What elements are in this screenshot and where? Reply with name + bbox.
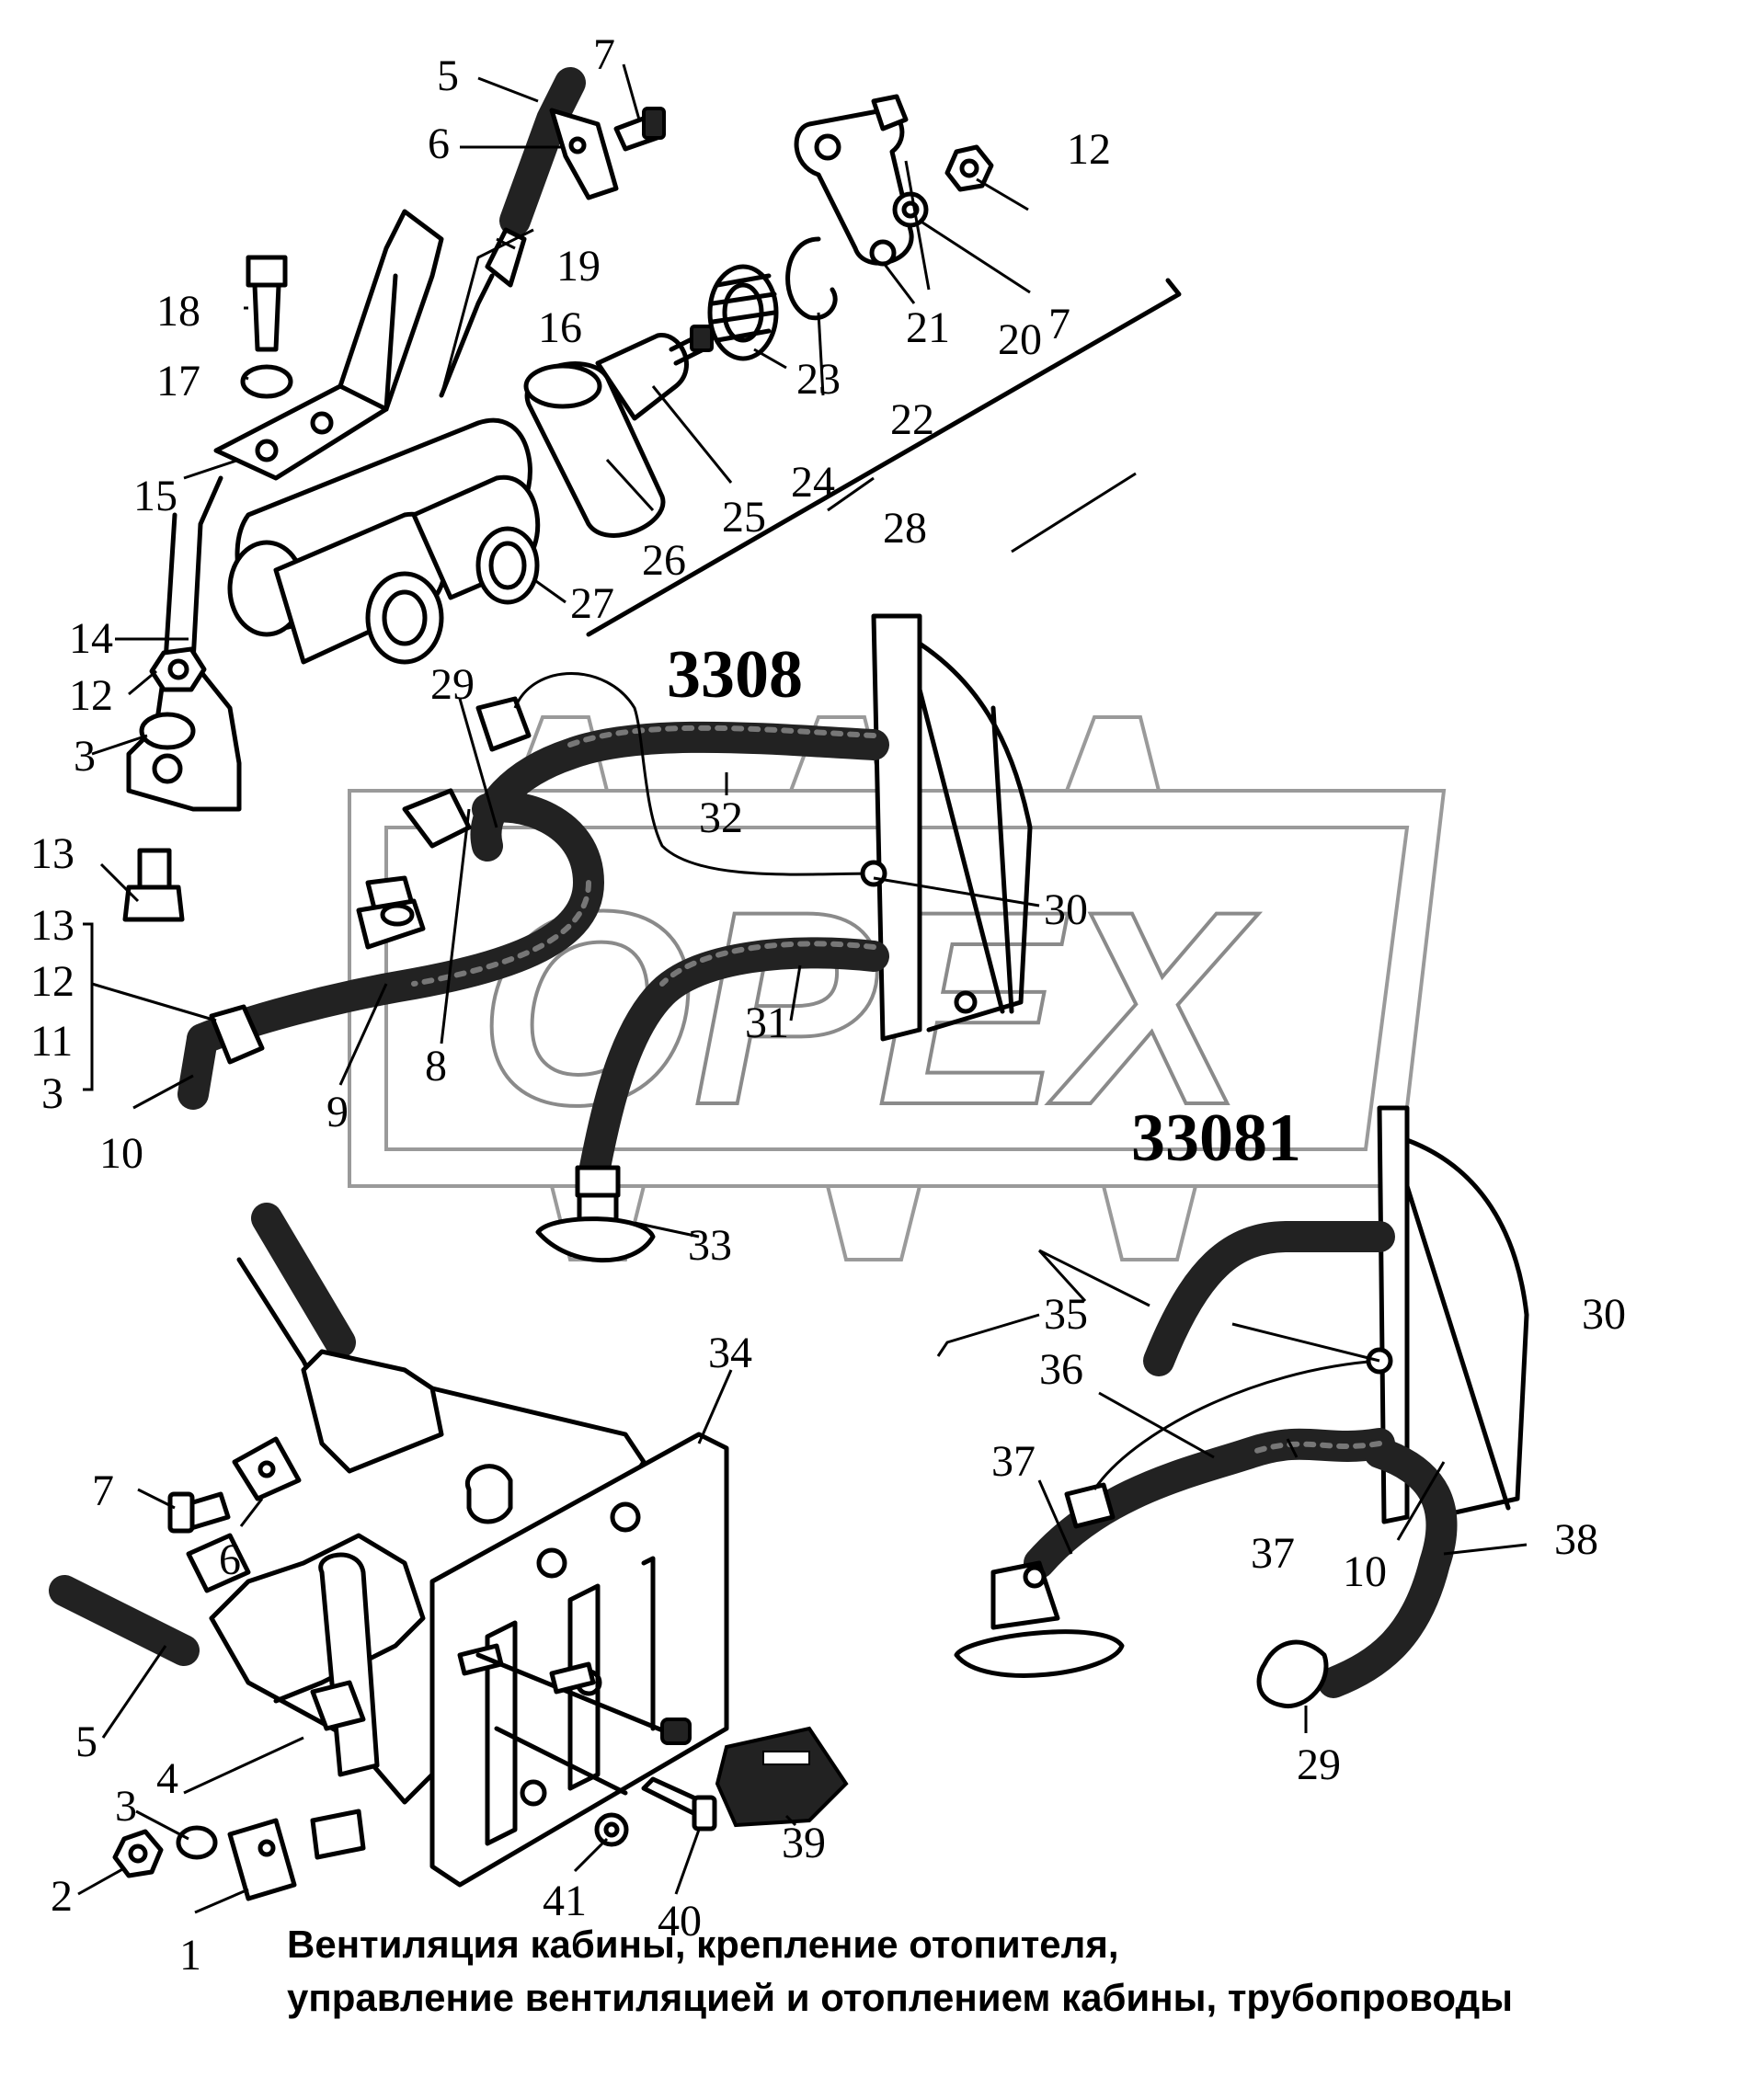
callout-3b: 3 — [41, 1069, 63, 1118]
callout-17: 17 — [156, 357, 200, 405]
caption-line-2: управление вентиляцией и отоплением каби… — [287, 1976, 1514, 2019]
callout-38: 38 — [1554, 1515, 1598, 1564]
callout-22: 22 — [890, 395, 934, 444]
callout-9: 9 — [326, 1088, 349, 1136]
callout-16: 16 — [538, 303, 582, 352]
callout-32: 32 — [699, 793, 743, 842]
callout-31: 31 — [745, 999, 789, 1047]
callout-labels: 5 7 6 19 16 18 17 15 14 12 3 13 13 12 11… — [30, 30, 1626, 1980]
callout-12b: 12 — [30, 957, 74, 1006]
heater-mount-assembly — [122, 67, 666, 922]
control-panel-assembly — [49, 1203, 849, 1901]
callout-41: 41 — [543, 1877, 587, 1925]
callout-10b: 10 — [1343, 1547, 1387, 1596]
callout-12a: 12 — [69, 671, 113, 720]
callout-37b: 37 — [1251, 1529, 1295, 1578]
callout-21: 21 — [906, 303, 950, 352]
callout-3a: 3 — [74, 732, 96, 781]
callout-6: 6 — [428, 120, 450, 168]
callout-29b: 29 — [1297, 1740, 1341, 1789]
callout-7c: 7 — [92, 1467, 114, 1515]
leader-lines — [77, 63, 1528, 1914]
callout-4: 4 — [156, 1754, 178, 1803]
callout-7b: 7 — [1048, 300, 1070, 348]
callout-25: 25 — [722, 493, 766, 542]
callout-34: 34 — [708, 1329, 752, 1377]
callout-15: 15 — [133, 472, 177, 520]
callout-30b: 30 — [1582, 1290, 1626, 1339]
callout-3c: 3 — [115, 1782, 137, 1831]
callout-18: 18 — [156, 287, 200, 336]
callout-14: 14 — [69, 614, 113, 663]
callout-13a: 13 — [30, 829, 74, 878]
assembly-bracket — [83, 922, 94, 1091]
callout-19: 19 — [556, 242, 601, 291]
callout-6b: 6 — [219, 1535, 241, 1584]
callout-35: 35 — [1044, 1290, 1088, 1339]
callout-33: 33 — [688, 1221, 732, 1270]
piping-3308: 3308 — [177, 613, 1033, 1263]
callout-5b: 5 — [75, 1718, 97, 1766]
callout-11: 11 — [30, 1017, 73, 1066]
callout-40: 40 — [658, 1897, 702, 1946]
diagram-caption: Вентиляция кабины, крепление отопителя, … — [287, 1918, 1722, 2025]
model-label-33081: 33081 — [1131, 1101, 1301, 1176]
model-label-3308: 3308 — [667, 637, 803, 713]
callout-37a: 37 — [991, 1437, 1036, 1486]
callout-13b: 13 — [30, 901, 74, 950]
callout-36: 36 — [1039, 1345, 1083, 1394]
callout-30a: 30 — [1044, 885, 1088, 934]
callout-26: 26 — [642, 536, 686, 585]
callout-24: 24 — [791, 458, 835, 507]
callout-7: 7 — [593, 30, 615, 79]
callout-2: 2 — [51, 1872, 73, 1921]
callout-27: 27 — [570, 579, 614, 628]
callout-28: 28 — [883, 504, 927, 553]
callout-8: 8 — [425, 1042, 447, 1090]
callout-5: 5 — [437, 51, 459, 100]
callout-10a: 10 — [99, 1129, 143, 1178]
callout-20: 20 — [998, 315, 1042, 364]
callout-29a: 29 — [430, 660, 475, 709]
valve-kit — [523, 94, 1182, 637]
callout-39: 39 — [782, 1819, 826, 1867]
callout-12c: 12 — [1067, 125, 1111, 174]
callout-23: 23 — [796, 355, 841, 404]
caption-line-1: Вентиляция кабины, крепление отопителя, — [287, 1923, 1119, 1966]
piping-33081: 33081 — [954, 1101, 1529, 1708]
callout-1: 1 — [179, 1931, 201, 1980]
